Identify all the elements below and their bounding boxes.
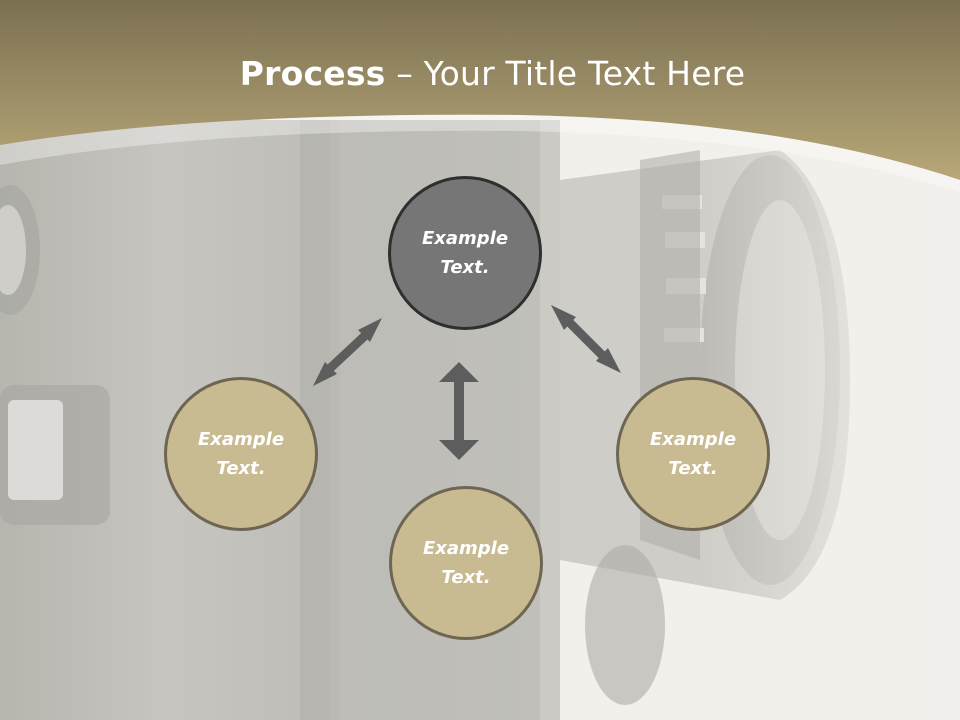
- process-node-right[interactable]: Example Text.: [616, 377, 770, 531]
- node-right-label: Example Text.: [649, 429, 737, 479]
- title-rest: – Your Title Text Here: [385, 54, 746, 93]
- node-top-label: Example Text.: [421, 228, 509, 278]
- process-node-bottom[interactable]: Example Text.: [389, 486, 543, 640]
- node-left-label: Example Text.: [197, 429, 285, 479]
- node-bottom-label: Example Text.: [422, 538, 510, 588]
- slide-title: Process – Your Title Text Here: [0, 52, 960, 96]
- title-bold: Process: [239, 54, 386, 93]
- process-node-left[interactable]: Example Text.: [164, 377, 318, 531]
- process-node-top[interactable]: Example Text.: [388, 176, 542, 330]
